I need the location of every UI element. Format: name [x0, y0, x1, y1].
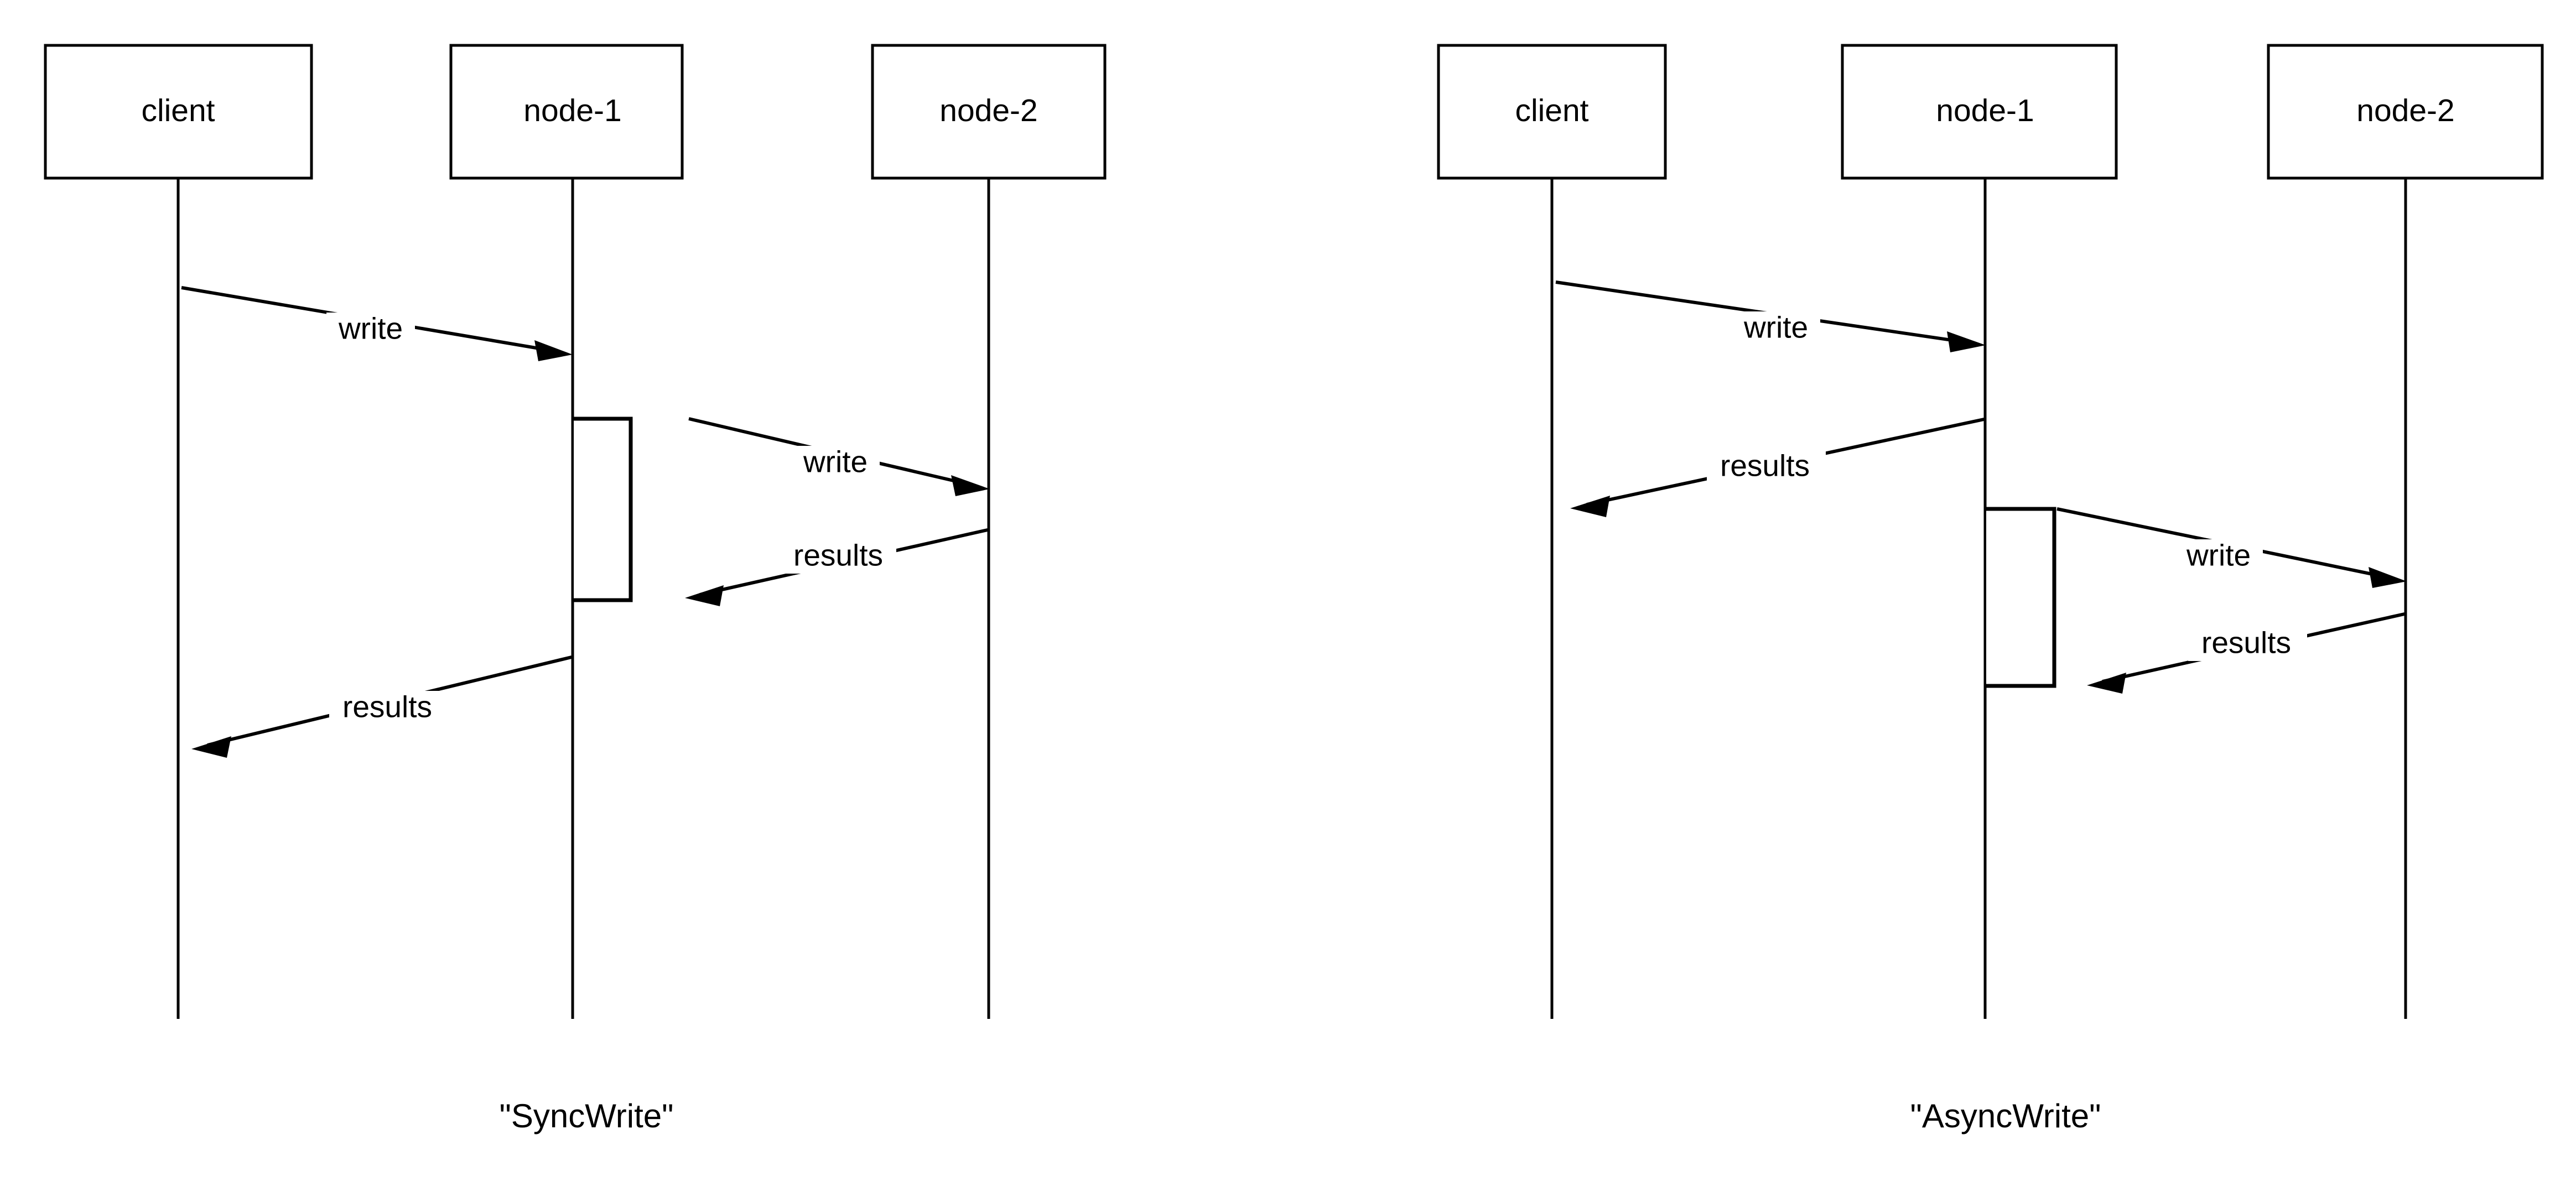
message-results-node2-to-node1[interactable]: results	[2087, 612, 2405, 694]
message-label-backdrop	[2188, 627, 2307, 661]
arrowhead-icon	[2369, 567, 2407, 588]
message-label: write	[2186, 538, 2251, 573]
participant-label: node-1	[1936, 93, 2034, 128]
message-label: write	[803, 445, 868, 479]
arrowhead-icon	[2087, 673, 2126, 694]
participant-box	[1437, 44, 1667, 180]
participant-label: node-2	[2356, 93, 2455, 128]
message-label: results	[793, 538, 883, 573]
activation-bar-node-1	[574, 417, 633, 602]
participant-label: client	[1515, 93, 1588, 128]
message-label: results	[2201, 626, 2291, 660]
message-label: results	[1720, 449, 1810, 483]
message-label-backdrop	[2174, 539, 2263, 574]
message-label-backdrop	[326, 313, 415, 347]
participant-label: node-2	[939, 93, 1038, 128]
arrowhead-icon	[1947, 331, 1986, 352]
participant-box	[871, 44, 1107, 180]
participant-client[interactable]: client	[1437, 44, 1667, 180]
participant-box	[449, 44, 684, 180]
message-write-client-to-node1[interactable]: write	[1555, 280, 1986, 352]
message-label-backdrop	[780, 539, 896, 574]
arrowhead-icon	[685, 585, 724, 606]
arrowhead-icon	[1570, 496, 1610, 517]
message-label-backdrop	[1732, 311, 1820, 346]
participant-client[interactable]: client	[44, 44, 313, 180]
message-label-backdrop	[329, 691, 448, 725]
diagram-caption: "SyncWrite"	[500, 1097, 674, 1134]
participant-node-1[interactable]: node-1	[449, 44, 684, 180]
message-label-backdrop	[791, 446, 880, 480]
participant-box	[44, 44, 313, 180]
message-label: results	[342, 690, 432, 724]
message-write-node1-to-node2[interactable]: write	[2056, 507, 2407, 588]
participant-box	[1841, 44, 2118, 180]
participant-node-1[interactable]: node-1	[1841, 44, 2118, 180]
arrowhead-icon	[951, 475, 990, 496]
participant-node-2[interactable]: node-2	[871, 44, 1107, 180]
message-results-node2-to-node1[interactable]: results	[685, 528, 988, 606]
participant-label: node-1	[523, 93, 622, 128]
message-write-client-to-node1[interactable]: write	[181, 286, 573, 361]
message-results-node1-to-client[interactable]: results	[1570, 418, 1985, 517]
arrowhead-icon	[534, 340, 573, 361]
arrowhead-icon	[191, 736, 231, 758]
activation-bar-node-1	[1986, 507, 2056, 688]
message-write-node1-to-node2[interactable]: write	[688, 417, 990, 496]
participant-label: client	[141, 93, 215, 128]
message-label: write	[338, 311, 403, 346]
message-label: write	[1743, 310, 1808, 345]
message-results-node1-to-client[interactable]: results	[191, 655, 572, 758]
diagram-caption: "AsyncWrite"	[1910, 1097, 2101, 1134]
participant-node-2[interactable]: node-2	[2267, 44, 2544, 180]
message-label-backdrop	[1707, 450, 1826, 484]
diagram-sync-write: client node-1 node-2 write	[44, 44, 1107, 1134]
diagram-async-write: client node-1 node-2 write	[1437, 44, 2544, 1134]
